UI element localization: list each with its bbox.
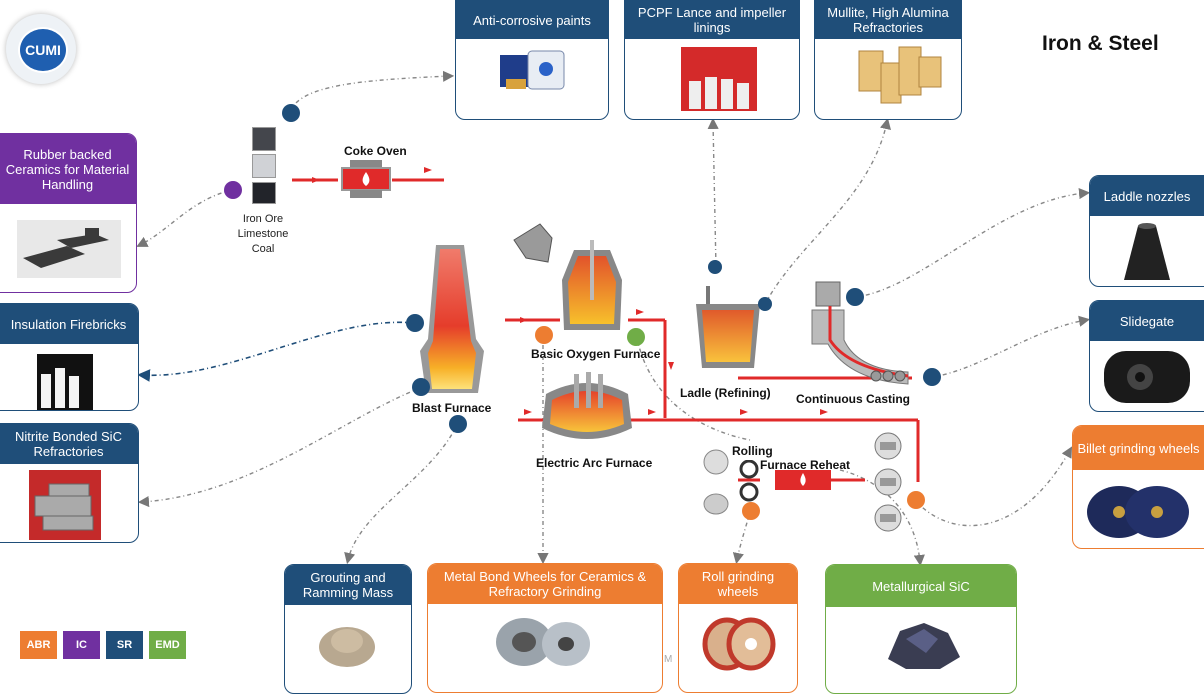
dot-rolling-emd — [627, 328, 645, 346]
connector-mullite — [764, 117, 891, 305]
connector-rubber — [136, 189, 233, 247]
card-insulation-firebricks: Insulation Firebricks — [0, 303, 139, 411]
card-grouting-mass: Grouting and Ramming Mass — [284, 564, 412, 694]
connector-insulation — [137, 321, 415, 382]
scrap-charger-icon — [513, 223, 553, 263]
roll-wheels-image — [679, 606, 797, 692]
coke-oven-icon — [341, 160, 391, 198]
coal-icon — [252, 182, 276, 204]
powder-image — [285, 607, 411, 693]
connector-anticorrosive — [289, 70, 455, 113]
connector-pcpf — [707, 117, 719, 269]
legend-sr: SR — [106, 631, 143, 659]
card-label: Insulation Firebricks — [0, 304, 138, 344]
dot-metalbond — [535, 326, 553, 344]
dot-pcpf — [708, 260, 722, 274]
card-label: Metallurgical SiC — [826, 565, 1016, 607]
card-slidegate: Slidegate — [1089, 300, 1204, 412]
ladle-icon — [696, 286, 760, 368]
casting-label: Continuous Casting — [796, 392, 910, 406]
card-laddle-nozzles: Laddle nozzles — [1089, 175, 1204, 287]
dot-nitrite — [412, 378, 430, 396]
card-label: PCPF Lance and impeller linings — [625, 1, 799, 39]
limestone-icon — [252, 154, 276, 178]
page-title: Iron & Steel — [1042, 32, 1159, 55]
electric-arc-furnace-icon — [542, 372, 632, 439]
card-metallurgical-sic: Metallurgical SiC — [825, 564, 1017, 694]
rolling-label: Rolling — [732, 444, 773, 458]
connector-nitrite — [137, 387, 421, 508]
connector-roll — [732, 511, 751, 565]
dot-roll — [742, 502, 760, 520]
ladle-label: Ladle (Refining) — [680, 386, 771, 400]
connector-metsic — [839, 469, 925, 567]
card-pcpf-lance: PCPF Lance and impeller linings — [624, 0, 800, 120]
card-label: Roll grinding wheels — [679, 564, 797, 604]
bof-label: Basic Oxygen Furnace — [531, 347, 661, 361]
dot-grouting — [449, 415, 467, 433]
basic-oxygen-furnace-icon — [562, 240, 622, 330]
sic-crystal-image — [826, 609, 1016, 693]
legend-ic: IC — [63, 631, 100, 659]
raw-material-coal: Coal — [251, 243, 275, 255]
logo-badge: CUMI — [18, 27, 68, 73]
card-label: Rubber backed Ceramics for Material Hand… — [0, 134, 136, 204]
billet-products-icon — [874, 432, 902, 532]
roller-pair-icon — [738, 460, 760, 502]
watermark: M — [664, 654, 673, 665]
reheat-label: Furnace Reheat — [760, 458, 851, 472]
iron-ore-icon — [252, 127, 276, 151]
cumi-logo: CUMI — [6, 14, 76, 84]
dot-mullite — [758, 297, 772, 311]
dot-slidegate — [923, 368, 941, 386]
refractory-bricks-image — [815, 41, 961, 119]
card-label: Nitrite Bonded SiC Refractories — [0, 424, 138, 464]
ceramic-tiles-image — [0, 206, 136, 292]
card-nitrite-sic: Nitrite Bonded SiC Refractories — [0, 423, 139, 543]
blast-furnace-icon — [420, 245, 484, 393]
firebricks-image — [0, 346, 138, 410]
raw-material-iron-ore: Iron Ore — [242, 213, 284, 225]
legend-abr: ABR — [20, 631, 57, 659]
card-billet-grinding: Billet grinding wheels — [1072, 425, 1204, 549]
billet-wheels-image — [1073, 472, 1204, 548]
card-mullite-refractories: Mullite, High Alumina Refractories — [814, 0, 962, 120]
lining-image — [625, 41, 799, 119]
card-rubber-ceramics: Rubber backed Ceramics for Material Hand… — [0, 133, 137, 293]
connector-rolling — [636, 337, 751, 441]
connector-grouting — [344, 424, 458, 565]
card-roll-grinding: Roll grinding wheels — [678, 563, 798, 693]
continuous-casting-icon — [811, 281, 909, 385]
card-label: Billet grinding wheels — [1073, 426, 1204, 470]
card-label: Grouting and Ramming Mass — [285, 565, 411, 605]
legend-emd: EMD — [149, 631, 186, 659]
card-label: Metal Bond Wheels for Ceramics & Refract… — [428, 564, 662, 604]
dot-billet — [907, 491, 925, 509]
card-anticorrosive-paints: Anti-corrosive paints — [455, 0, 609, 120]
metal-wheels-image — [428, 606, 662, 692]
connector-billet — [914, 446, 1073, 527]
connector-layer — [136, 70, 1091, 567]
blast-furnace-label: Blast Furnace — [412, 401, 492, 415]
card-label: Mullite, High Alumina Refractories — [815, 1, 961, 39]
rolling-stand-icon — [703, 449, 729, 515]
connector-slidegate — [931, 315, 1091, 378]
card-metal-bond-wheels: Metal Bond Wheels for Ceramics & Refract… — [427, 563, 663, 693]
dot-rubber — [224, 181, 242, 199]
reheat-furnace-icon — [775, 470, 831, 490]
dot-anticorrosive — [282, 104, 300, 122]
dot-insulation — [406, 314, 424, 332]
paint-bucket-image — [456, 41, 608, 119]
dot-laddle — [846, 288, 864, 306]
eaf-label: Electric Arc Furnace — [536, 456, 653, 470]
card-label: Laddle nozzles — [1090, 176, 1204, 216]
connector-laddle — [854, 187, 1091, 298]
coke-oven-label: Coke Oven — [344, 144, 407, 158]
raw-material-limestone: Limestone — [237, 228, 289, 240]
card-label: Anti-corrosive paints — [456, 1, 608, 39]
card-label: Slidegate — [1090, 301, 1204, 341]
nozzle-image — [1090, 218, 1204, 286]
slidegate-image — [1090, 343, 1204, 411]
sic-refractories-image — [0, 466, 138, 542]
